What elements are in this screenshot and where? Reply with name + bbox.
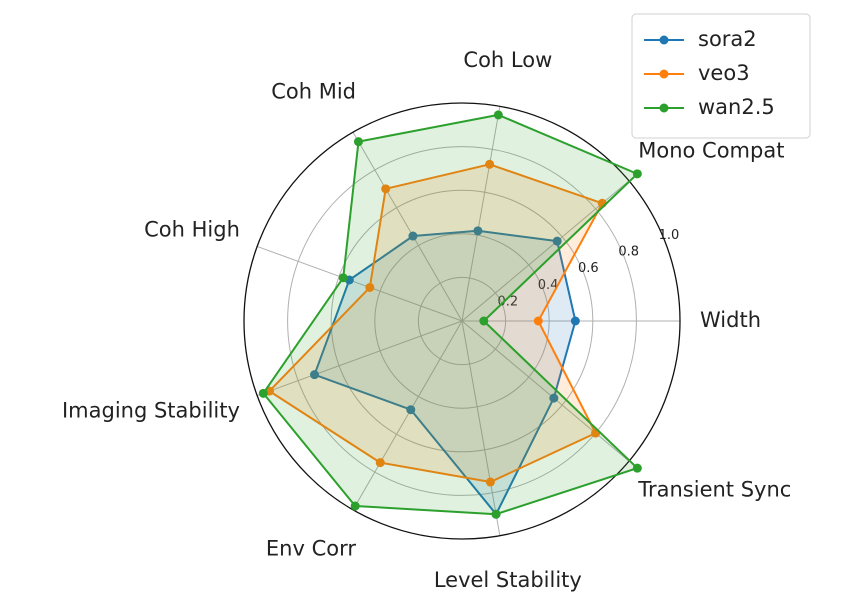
data-point — [258, 388, 268, 398]
series-area — [269, 164, 603, 483]
axis-label-mono-compat: Mono Compat — [638, 138, 784, 162]
radial-tick-label: 0.6 — [578, 261, 599, 276]
legend-item-veo3: veo3 — [644, 61, 750, 85]
data-point — [493, 110, 503, 120]
axis-spoke — [352, 131, 463, 322]
data-point — [491, 509, 501, 519]
data-point — [473, 226, 483, 236]
axis-label-imaging-stability: Imaging Stability — [62, 398, 240, 422]
series-line — [268, 163, 604, 483]
legend-marker — [659, 69, 669, 79]
data-point — [310, 370, 320, 380]
axis-label-coh-mid: Coh Mid — [271, 79, 356, 103]
series-line — [262, 113, 639, 516]
axis-label-width: Width — [700, 308, 761, 332]
data-point — [350, 501, 360, 511]
data-point — [353, 137, 363, 147]
axis-label-transient-sync: Transient Sync — [637, 478, 791, 502]
data-point — [479, 316, 489, 326]
data-point — [632, 463, 642, 473]
legend-label: sora2 — [698, 27, 757, 51]
legend-label: veo3 — [698, 61, 750, 85]
axis-label-coh-low: Coh Low — [463, 48, 552, 72]
legend-item-sora2: sora2 — [644, 27, 757, 51]
axis-spoke — [461, 320, 501, 536]
axis-spoke — [352, 320, 463, 511]
series-wan2-5 — [258, 110, 642, 519]
series-area — [263, 114, 638, 515]
data-point — [570, 316, 580, 326]
radial-tick-label: 0.8 — [618, 244, 639, 259]
axis-spoke — [256, 245, 463, 322]
data-point — [408, 231, 418, 241]
data-point — [549, 393, 559, 403]
data-point — [552, 236, 562, 246]
radial-tick-label: 0.2 — [497, 295, 518, 310]
data-point — [365, 282, 375, 292]
series-area — [314, 230, 576, 515]
radial-tick-labels: 0.2 0.4 0.6 0.8 1.0 — [497, 228, 679, 310]
data-point — [338, 273, 348, 283]
data-point — [485, 477, 495, 487]
polar-grid — [243, 102, 681, 540]
polar-frame — [243, 102, 681, 540]
axis-label-env-corr: Env Corr — [266, 537, 356, 561]
data-point — [485, 159, 495, 169]
data-series — [258, 110, 642, 519]
axis-spoke — [461, 320, 630, 462]
legend-marker — [659, 103, 669, 113]
legend-label: wan2.5 — [698, 95, 775, 119]
data-point — [375, 458, 385, 468]
data-point — [381, 184, 391, 194]
axis-spoke — [256, 320, 463, 397]
axis-label-level-stability: Level Stability — [434, 568, 582, 592]
legend-marker — [659, 35, 669, 45]
legend-item-wan2-5: wan2.5 — [644, 95, 775, 119]
radial-tick-label: 1.0 — [659, 228, 680, 243]
data-point — [406, 405, 416, 415]
axis-label-coh-high: Coh High — [144, 218, 240, 242]
data-point — [632, 169, 642, 179]
axis-spoke — [461, 106, 501, 322]
data-point — [533, 316, 543, 326]
legend: sora2 veo3 wan2.5 — [631, 13, 811, 139]
radial-tick-label: 0.4 — [538, 278, 559, 293]
